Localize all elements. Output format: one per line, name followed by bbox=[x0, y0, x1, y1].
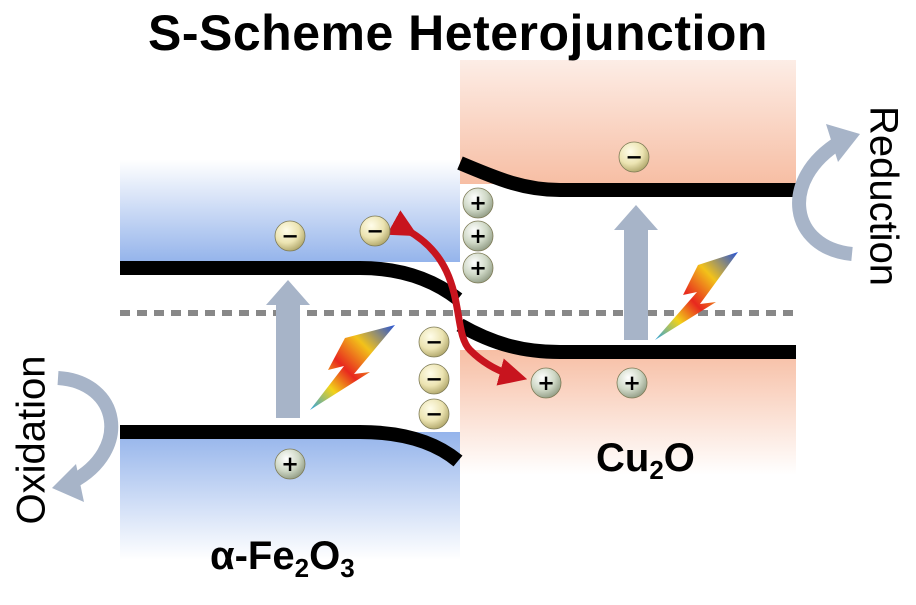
svg-text:+: + bbox=[469, 191, 487, 215]
svg-text:+: + bbox=[281, 452, 299, 476]
charge-carriers: − − − − − − + + + + + + bbox=[274, 141, 650, 480]
svg-text:+: + bbox=[537, 371, 555, 395]
svg-text:−: − bbox=[625, 145, 643, 169]
hole-icon: + bbox=[462, 252, 494, 284]
electron-icon: − bbox=[418, 326, 450, 358]
hole-icon: + bbox=[462, 220, 494, 252]
electron-icon: − bbox=[418, 398, 450, 430]
light-bolt-icon-right bbox=[655, 252, 738, 340]
hole-icon: + bbox=[530, 367, 562, 399]
electron-icon: − bbox=[618, 141, 650, 173]
svg-text:−: − bbox=[425, 330, 443, 354]
hole-icon: + bbox=[462, 187, 494, 219]
oxidation-arrow-head bbox=[52, 464, 84, 502]
svg-text:−: − bbox=[281, 224, 299, 248]
fe2o3-excitation-arrow bbox=[266, 280, 310, 418]
reduction-arrow-head bbox=[826, 124, 860, 162]
diagram-title: S-Scheme Heterojunction bbox=[148, 5, 768, 61]
oxidation-arrow bbox=[57, 371, 119, 489]
light-bolt-icon-left bbox=[310, 325, 395, 410]
svg-text:+: + bbox=[623, 371, 641, 395]
electron-icon: − bbox=[274, 220, 306, 252]
svg-text:−: − bbox=[366, 219, 384, 243]
electron-icon: − bbox=[359, 215, 391, 247]
fe2o3-valence-band bbox=[120, 425, 463, 467]
cu2o-label: Cu2O bbox=[596, 436, 695, 485]
reduction-arrow bbox=[792, 136, 853, 261]
svg-text:−: − bbox=[425, 402, 443, 426]
oxidation-label: Oxidation bbox=[9, 355, 54, 525]
cu2o-excitation-arrow bbox=[614, 205, 658, 340]
reduction-label: Reduction bbox=[861, 105, 906, 287]
cu2o-conduction-band bbox=[457, 156, 796, 197]
charge-transfer-arrow bbox=[386, 210, 528, 386]
electron-icon: − bbox=[418, 363, 450, 395]
hole-icon: + bbox=[616, 367, 648, 399]
fe2o3-label: α-Fe2O3 bbox=[210, 534, 355, 583]
svg-text:+: + bbox=[469, 224, 487, 248]
svg-text:+: + bbox=[469, 256, 487, 280]
svg-text:−: − bbox=[425, 367, 443, 391]
hole-icon: + bbox=[274, 448, 306, 480]
